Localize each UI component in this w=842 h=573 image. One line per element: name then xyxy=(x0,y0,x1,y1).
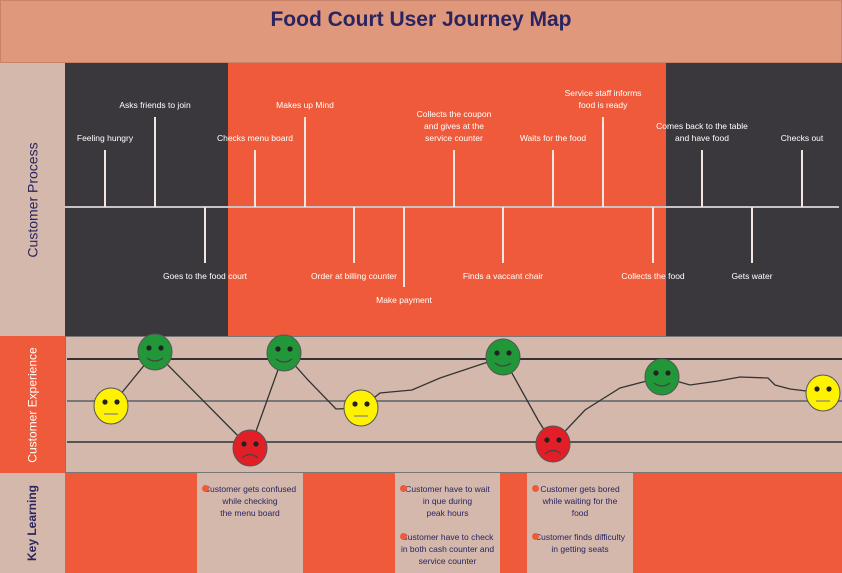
step-label: Asks friends to join xyxy=(119,100,191,110)
step-stem xyxy=(502,207,504,263)
key-learning-item: Customer gets bored while waiting for th… xyxy=(530,483,630,519)
step-stem xyxy=(751,207,753,263)
step-label: Make payment xyxy=(376,295,432,305)
neutral-face-icon xyxy=(93,387,129,425)
neutral-face-icon xyxy=(805,374,841,412)
grid-line-neutral xyxy=(67,400,842,402)
happy-face-icon xyxy=(644,358,680,396)
sad-face-icon xyxy=(535,425,571,463)
step-stem xyxy=(154,117,156,207)
step-label: Checks out xyxy=(780,133,824,143)
step-label: Comes back to the table and have food xyxy=(656,121,748,143)
key-learning-box: Customer gets confused while checking th… xyxy=(197,473,303,573)
step-label: Order at billing counter xyxy=(311,271,397,281)
step-label: Makes up Mind xyxy=(276,100,334,110)
step-stem xyxy=(104,150,106,207)
step-label: Collects the coupon and gives at the ser… xyxy=(416,109,492,143)
step-stem xyxy=(801,150,803,207)
step-label: Gets water xyxy=(731,271,773,281)
key-learning-item: Customer have to wait in que during peak… xyxy=(398,483,497,519)
happy-face-icon xyxy=(485,338,521,376)
row-label-learning: Key Learning xyxy=(0,473,65,573)
grid-line-happy xyxy=(67,358,842,360)
timeline-axis xyxy=(65,206,839,208)
header-bar xyxy=(0,0,842,63)
step-label: Checks menu board xyxy=(216,133,294,143)
row-label-experience: Customer Experience xyxy=(0,336,65,473)
neutral-face-icon xyxy=(343,389,379,427)
step-label: Collects the food xyxy=(621,271,685,281)
key-learning-item: Customer have to check in both cash coun… xyxy=(398,531,497,567)
page-title: Food Court User Journey Map xyxy=(270,8,572,31)
step-label: Goes to the food court xyxy=(162,271,248,281)
step-stem xyxy=(552,150,554,207)
step-stem xyxy=(602,117,604,207)
grid-line-sad xyxy=(67,441,842,443)
process-bg-dark-right xyxy=(666,63,842,336)
row-label-process: Customer Process xyxy=(0,63,65,336)
step-label: Finds a vaccant chair xyxy=(462,271,544,281)
step-stem xyxy=(403,207,405,287)
step-stem xyxy=(204,207,206,263)
happy-face-icon xyxy=(266,334,302,372)
step-stem xyxy=(652,207,654,263)
step-stem xyxy=(701,150,703,207)
sad-face-icon xyxy=(232,429,268,467)
key-learning-box: Customer have to wait in que during peak… xyxy=(395,473,500,573)
key-learning-item: Customer gets confused while checking th… xyxy=(200,483,300,519)
happy-face-icon xyxy=(137,333,173,371)
emotion-line xyxy=(110,351,824,450)
key-learning-box: Customer gets bored while waiting for th… xyxy=(527,473,633,573)
step-label: Feeling hungry xyxy=(76,133,134,143)
step-stem xyxy=(254,150,256,207)
step-stem xyxy=(453,150,455,207)
process-bg-dark-left xyxy=(65,63,228,336)
step-stem xyxy=(304,117,306,207)
step-label: Service staff informs food is ready xyxy=(564,88,642,110)
step-stem xyxy=(353,207,355,263)
process-bg-orange xyxy=(228,63,666,336)
key-learning-item: Customer finds difficulty in getting sea… xyxy=(530,531,630,555)
step-label: Waits for the food xyxy=(519,133,587,143)
